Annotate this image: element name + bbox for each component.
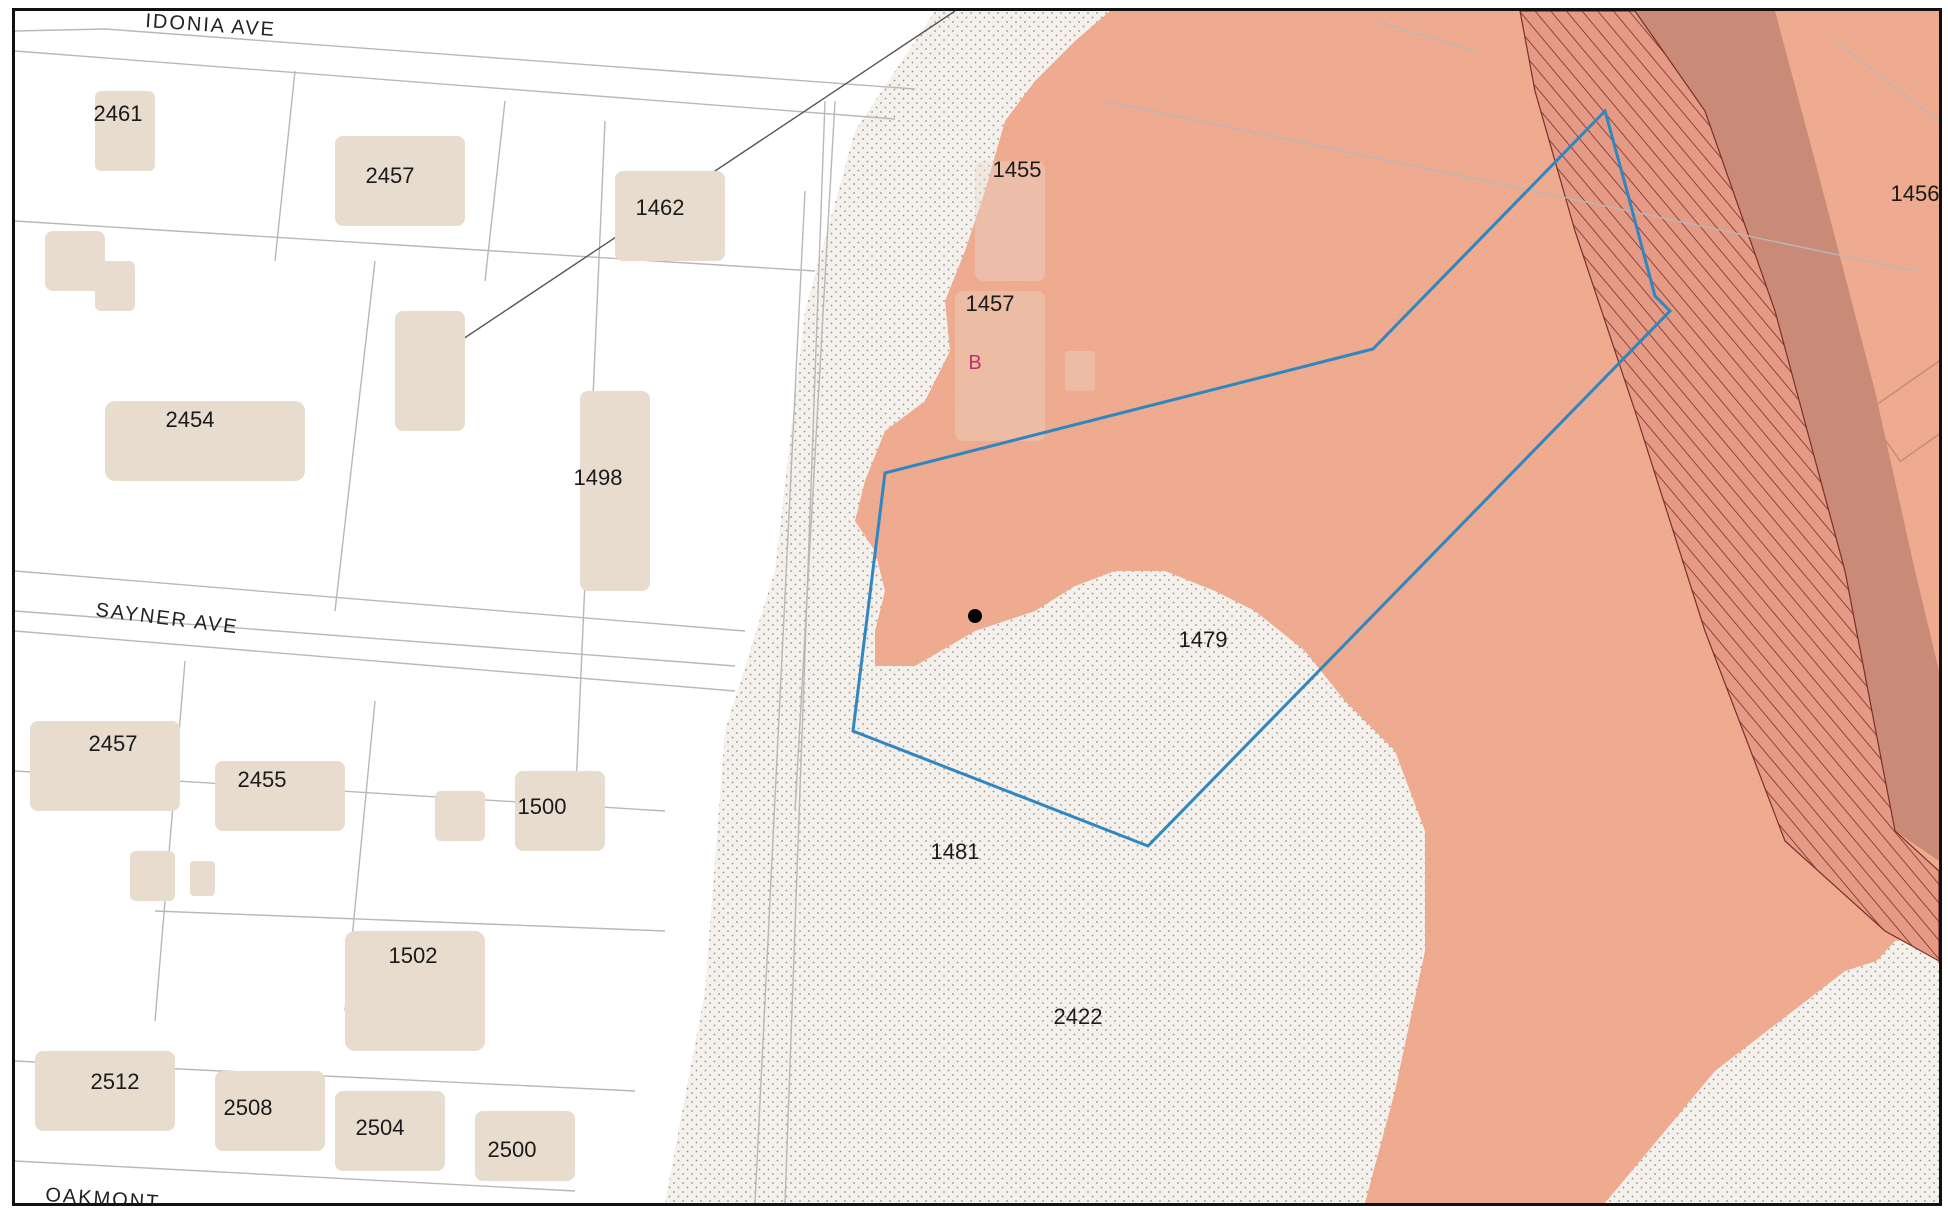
hatched-band: [1519, 11, 1939, 962]
parcel-label-2461: 2461: [94, 101, 143, 126]
road-band: [1635, 11, 1939, 861]
parcel-label-1481: 1481: [931, 839, 980, 864]
stipple-channel: [1675, 931, 1939, 1203]
parcel-label-2500: 2500: [488, 1137, 537, 1162]
parcel-label-2454: 2454: [166, 407, 215, 432]
zone-label: B: [968, 352, 981, 374]
parcel-label-2508: 2508: [224, 1095, 273, 1120]
map-canvas[interactable]: IDONIA AVE SAYNER AVE OAKMONT 2461 2457 …: [15, 11, 1939, 1203]
parcel-label-1502: 1502: [389, 943, 438, 968]
parcel-label-2504: 2504: [356, 1115, 405, 1140]
buildings: [30, 91, 1095, 1181]
subject-parcel-outline[interactable]: [851, 108, 1673, 848]
parcel-label-2457-north: 2457: [366, 163, 415, 188]
map-frame: IDONIA AVE SAYNER AVE OAKMONT 2461 2457 …: [12, 8, 1942, 1206]
parcel-label-1455: 1455: [993, 157, 1042, 182]
parcel-label-1498: 1498: [574, 465, 623, 490]
parcel-label-2457-south: 2457: [89, 731, 138, 756]
outline-structure: [1864, 359, 1939, 463]
subject-point-marker[interactable]: [968, 609, 982, 623]
parcel-label-2512: 2512: [91, 1069, 140, 1094]
parcel-lines: [15, 20, 1939, 1203]
parcel-label-1500: 1500: [518, 794, 567, 819]
parcel-label-1457: 1457: [966, 291, 1015, 316]
parcel-label-1479: 1479: [1179, 627, 1228, 652]
parcel-label-1462: 1462: [636, 195, 685, 220]
parcel-label-2455: 2455: [238, 767, 287, 792]
parcel-label-2422: 2422: [1054, 1004, 1103, 1029]
parcel-label-1456: 1456: [1891, 181, 1939, 206]
